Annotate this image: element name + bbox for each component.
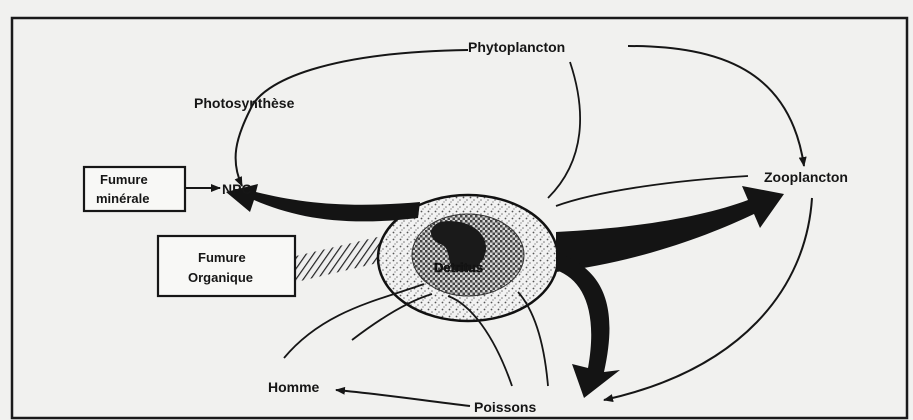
fumure-minerale-line1: Fumure: [100, 172, 148, 187]
fumure-minerale-line2: minérale: [96, 191, 149, 206]
fumure-organique-line1: Fumure: [198, 250, 246, 265]
zooplancton-label: Zooplancton: [764, 169, 848, 185]
detritus-to-npc-flux: [226, 184, 420, 221]
phytoplancton-to-zooplancton-arrow: [628, 46, 804, 166]
npc-label: NPC: [222, 181, 252, 197]
organic-manure-inflow: [296, 236, 382, 282]
fumure-organique-line2: Organique: [188, 270, 253, 285]
photosynthese-label: Photosynthèse: [194, 95, 295, 111]
phytoplancton-label: Phytoplancton: [468, 39, 565, 55]
detritus-to-poissons-flux: [556, 252, 620, 398]
phytoplancton-to-npc-arc: [236, 50, 468, 186]
detritus-label: Detritus: [434, 260, 483, 275]
detritus-to-zooplancton-flux: [556, 186, 784, 272]
poissons-label: Poissons: [474, 399, 536, 415]
homme-label: Homme: [268, 379, 320, 395]
fumure-organique-box: [158, 236, 295, 296]
poissons-to-homme-arrow: [336, 390, 470, 406]
